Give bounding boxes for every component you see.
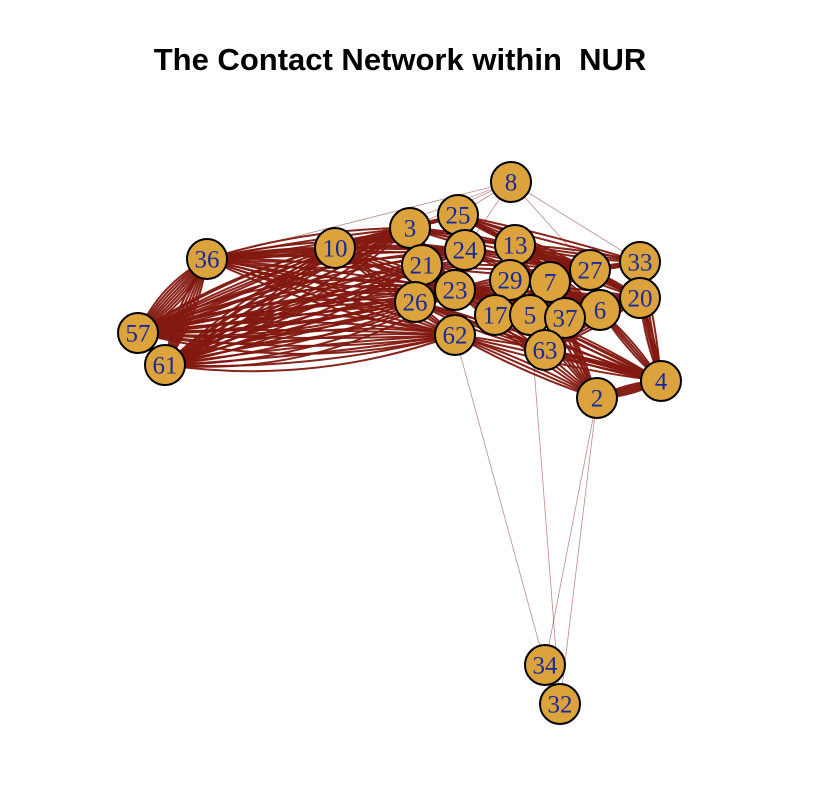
- node-label: 29: [498, 268, 523, 295]
- node-label: 63: [533, 338, 558, 365]
- edge-57-62: [137, 332, 456, 355]
- node-20-circle: [619, 277, 661, 319]
- node-34-circle: [524, 644, 566, 686]
- node-2-circle: [576, 377, 618, 419]
- node-label: 32: [548, 692, 573, 719]
- node-63-circle: [524, 329, 566, 371]
- node-26-circle: [394, 281, 436, 323]
- edge-36-3: [206, 227, 411, 260]
- node-label: 7: [544, 270, 557, 297]
- edge-34-2: [544, 397, 598, 666]
- node-label: 36: [195, 247, 220, 274]
- node-24-circle: [444, 229, 486, 271]
- node-8-circle: [490, 161, 532, 203]
- node-27-circle: [569, 249, 611, 291]
- edge-61-62: [164, 334, 456, 366]
- node-23-circle: [434, 269, 476, 311]
- edge-61-62: [164, 334, 456, 366]
- node-label: 8: [505, 170, 518, 197]
- edge-34-62: [454, 334, 546, 666]
- node-layer: [117, 161, 682, 725]
- node-label: 5: [524, 303, 537, 330]
- node-label: 37: [553, 306, 578, 333]
- node-36-circle: [186, 238, 228, 280]
- node-57-circle: [117, 312, 159, 354]
- node-label: 21: [410, 253, 435, 280]
- node-label: 2: [591, 386, 604, 413]
- node-label: 33: [628, 250, 653, 277]
- edge-61-62: [164, 334, 456, 373]
- node-4-circle: [640, 360, 682, 402]
- node-label: 17: [483, 303, 508, 330]
- node-label: 57: [126, 321, 151, 348]
- node-7-circle: [529, 261, 571, 303]
- node-label: 13: [503, 233, 528, 260]
- node-label: 26: [403, 290, 428, 317]
- node-label: 27: [578, 258, 603, 285]
- node-label: 3: [404, 216, 417, 243]
- edge-61-21: [164, 264, 423, 366]
- chart-title: The Contact Network within NUR: [153, 42, 647, 77]
- edge-61-21: [164, 264, 423, 366]
- edge-23-2: [454, 289, 598, 399]
- node-label: 6: [594, 298, 607, 325]
- edge-61-62: [164, 332, 456, 366]
- edge-25-33: [457, 214, 641, 263]
- node-10-circle: [314, 227, 356, 269]
- node-62-circle: [434, 314, 476, 356]
- edge-61-10: [164, 247, 336, 366]
- node-32-circle: [539, 683, 581, 725]
- edge-61-21: [164, 264, 423, 366]
- edge-32-2: [559, 397, 598, 705]
- node-label: 61: [153, 353, 178, 380]
- node-37-circle: [544, 297, 586, 339]
- edge-8-36: [206, 181, 512, 260]
- node-label: 34: [533, 653, 559, 680]
- node-label: 10: [323, 236, 348, 263]
- node-label: 23: [443, 278, 468, 305]
- node-61-circle: [144, 344, 186, 386]
- node-label: 20: [628, 286, 653, 313]
- node-label: 25: [446, 203, 471, 230]
- node-label: 24: [453, 238, 479, 265]
- node-label: 4: [655, 369, 668, 396]
- edge-61-62: [164, 334, 456, 368]
- node-label: 62: [443, 323, 468, 350]
- edge-61-10: [164, 247, 336, 366]
